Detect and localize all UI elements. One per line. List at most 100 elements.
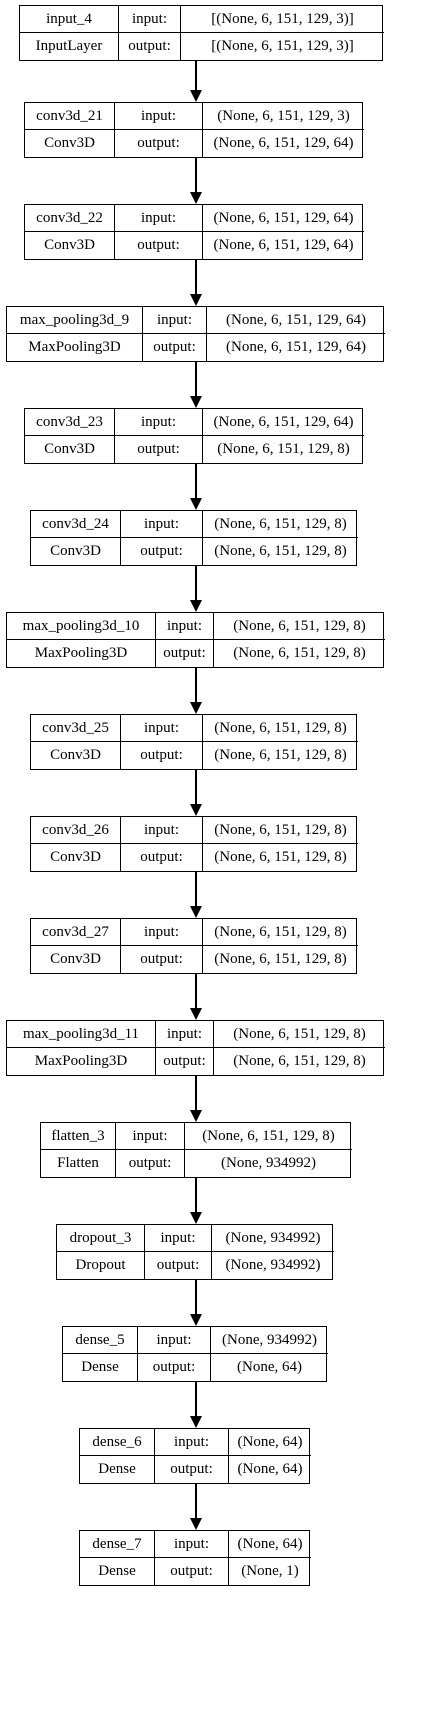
input-shape: (None, 6, 151, 129, 8) <box>202 1127 335 1144</box>
layer-name: dense_5 <box>63 1327 138 1353</box>
arrow-head-icon <box>190 294 202 306</box>
input-label: input: <box>138 1327 211 1353</box>
input-shape: (None, 6, 151, 129, 64) <box>213 209 354 226</box>
layer-type: Dense <box>80 1558 155 1585</box>
input-label: input: <box>143 307 207 333</box>
input-shape: (None, 934992) <box>222 1331 317 1348</box>
layer-name: conv3d_21 <box>25 103 115 129</box>
output-shape: (None, 6, 151, 129, 64) <box>213 135 354 151</box>
input-label: input: <box>121 715 203 741</box>
output-shape: (None, 6, 151, 129, 64) <box>213 237 354 253</box>
input-shape: (None, 6, 151, 129, 8) <box>214 719 347 736</box>
layer-type: Conv3D <box>31 538 121 565</box>
layer-type: Dense <box>63 1354 138 1381</box>
input-label: input: <box>115 205 203 231</box>
output-shape: (None, 6, 151, 129, 8) <box>214 849 347 865</box>
output-label: output: <box>115 232 203 259</box>
layer-name: max_pooling3d_11 <box>7 1021 156 1047</box>
input-label: input: <box>145 1225 212 1251</box>
arrow-shaft <box>195 464 197 498</box>
arrow-shaft <box>195 1280 197 1314</box>
output-shape: (None, 6, 151, 129, 8) <box>214 951 347 967</box>
output-shape: (None, 6, 151, 129, 8) <box>214 543 347 559</box>
layer-type: MaxPooling3D <box>7 640 156 667</box>
input-shape: (None, 6, 151, 129, 64) <box>213 413 354 430</box>
arrow-head-icon <box>190 1416 202 1428</box>
output-shape: (None, 6, 151, 129, 8) <box>217 441 350 457</box>
arrow-shaft <box>195 668 197 702</box>
layer-name: max_pooling3d_10 <box>7 613 156 639</box>
input-label: input: <box>119 6 181 32</box>
input-shape: (None, 6, 151, 129, 8) <box>233 617 366 634</box>
arrow-shaft <box>195 770 197 804</box>
layer-name: conv3d_22 <box>25 205 115 231</box>
output-label: output: <box>121 742 203 769</box>
layer-type: Conv3D <box>25 436 115 463</box>
arrow-shaft <box>195 158 197 192</box>
arrow-head-icon <box>190 1110 202 1122</box>
input-shape: (None, 6, 151, 129, 3) <box>217 107 350 124</box>
input-shape: (None, 6, 151, 129, 8) <box>233 1025 366 1042</box>
output-label: output: <box>119 33 181 60</box>
output-label: output: <box>145 1252 212 1279</box>
arrow-shaft <box>195 1382 197 1416</box>
output-shape: [(None, 6, 151, 129, 3)] <box>211 38 354 54</box>
layer-name: max_pooling3d_9 <box>7 307 143 333</box>
arrow-shaft <box>195 1484 197 1518</box>
output-label: output: <box>115 130 203 157</box>
arrow-head-icon <box>190 192 202 204</box>
output-shape: (None, 934992) <box>225 1257 321 1273</box>
layer-name: conv3d_27 <box>31 919 121 945</box>
input-label: input: <box>115 409 203 435</box>
output-shape: (None, 6, 151, 129, 8) <box>233 1053 366 1069</box>
output-shape: (None, 64) <box>237 1461 303 1477</box>
output-label: output: <box>115 436 203 463</box>
layer-type: Conv3D <box>31 742 121 769</box>
arrow-head-icon <box>190 1518 202 1530</box>
layer-type: MaxPooling3D <box>7 334 143 361</box>
output-label: output: <box>155 1456 229 1483</box>
output-shape: (None, 6, 151, 129, 64) <box>226 339 366 355</box>
input-shape: (None, 6, 151, 129, 64) <box>226 311 366 328</box>
input-shape: (None, 64) <box>237 1535 303 1552</box>
arrow-shaft <box>195 1178 197 1212</box>
layer-type: Conv3D <box>25 232 115 259</box>
layer-name: conv3d_23 <box>25 409 115 435</box>
layer-name: conv3d_25 <box>31 715 121 741</box>
layer-type: Flatten <box>41 1150 116 1177</box>
input-label: input: <box>155 1531 229 1557</box>
arrow-shaft <box>195 974 197 1008</box>
output-label: output: <box>156 640 214 667</box>
arrow-shaft <box>195 362 197 396</box>
input-shape: (None, 6, 151, 129, 8) <box>214 821 347 838</box>
layer-name: dense_6 <box>80 1429 155 1455</box>
layer-type: InputLayer <box>20 33 119 60</box>
output-label: output: <box>121 538 203 565</box>
input-label: input: <box>155 1429 229 1455</box>
input-label: input: <box>156 613 214 639</box>
